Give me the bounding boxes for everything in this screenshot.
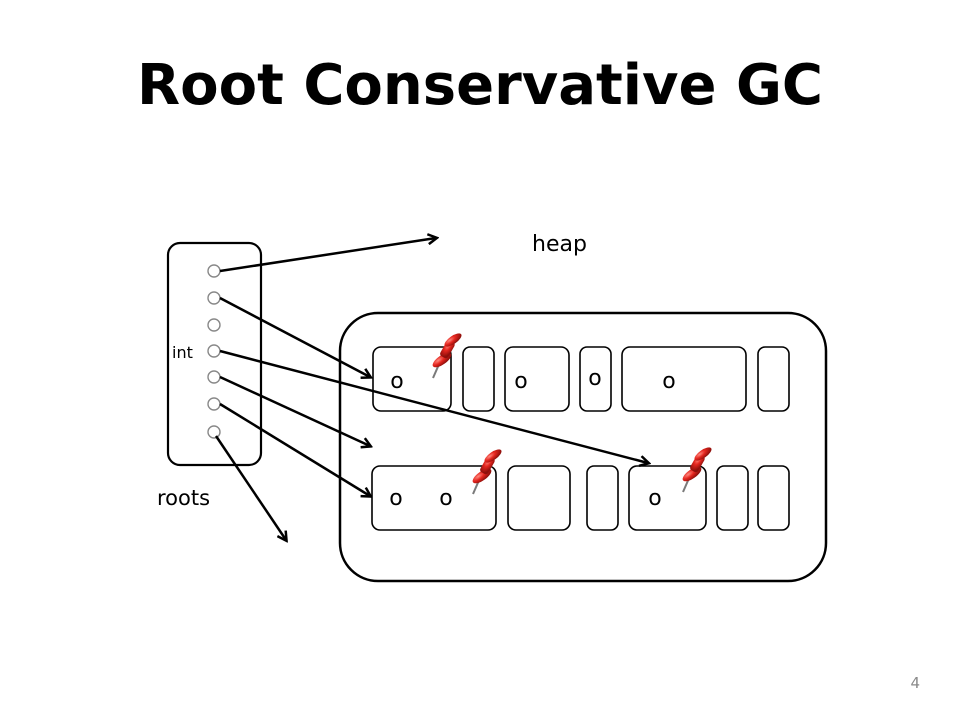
int-label: int xyxy=(172,343,193,362)
heap-label: heap xyxy=(532,232,587,257)
heap-object xyxy=(579,346,612,412)
heap-object xyxy=(462,346,495,412)
arrow-root-to-heap xyxy=(219,238,436,273)
slide-title: Root Conservative GC xyxy=(137,53,823,118)
arrow-int-to-object xyxy=(219,349,648,463)
root-slot xyxy=(207,344,221,358)
heap-object xyxy=(507,465,571,531)
heap-object xyxy=(621,346,747,412)
root-slot xyxy=(207,370,221,384)
page-number: 4 xyxy=(910,674,920,692)
root-slot xyxy=(207,397,221,411)
pointer-markers: o o o o o o o xyxy=(389,366,675,511)
root-slot xyxy=(207,291,221,305)
arrow-root-to-heap-gap xyxy=(219,375,370,446)
pointer-marker: o xyxy=(588,366,601,391)
pointer-marker: o xyxy=(648,486,661,511)
heap-object xyxy=(716,465,749,531)
heap-object xyxy=(586,465,619,531)
root-pointer-arrows xyxy=(214,238,648,540)
arrow-root-to-object xyxy=(219,402,370,496)
pointer-marker: o xyxy=(514,369,527,394)
heap-object xyxy=(757,465,790,531)
roots-label: roots xyxy=(157,486,211,510)
pointer-marker: o xyxy=(390,369,403,394)
heap-object xyxy=(504,346,570,412)
pointer-marker: o xyxy=(389,486,402,511)
root-slot xyxy=(207,425,221,439)
pointer-marker: o xyxy=(662,369,675,394)
arrow-root-to-outside xyxy=(214,435,286,540)
heap-objects-row-1 xyxy=(372,346,790,412)
pointer-marker: o xyxy=(439,486,452,511)
arrow-root-to-object xyxy=(219,296,370,377)
heap-objects-row-2 xyxy=(371,465,790,531)
heap-object xyxy=(371,465,497,531)
root-slot xyxy=(207,264,221,278)
root-slot xyxy=(207,318,221,332)
heap-object xyxy=(757,346,790,412)
